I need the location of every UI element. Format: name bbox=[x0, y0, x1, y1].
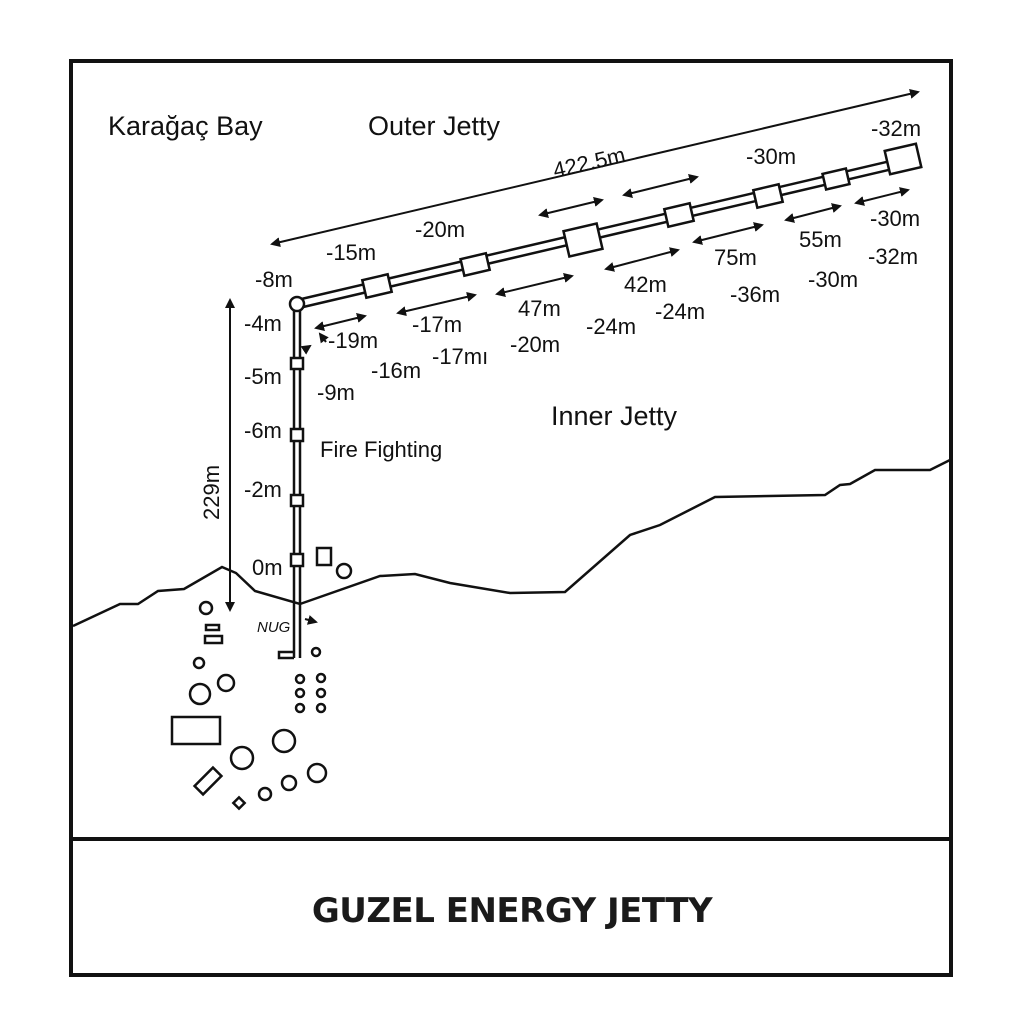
svg-text:-16m: -16m bbox=[371, 358, 421, 383]
svg-text:0m: 0m bbox=[252, 555, 283, 580]
svg-text:55m: 55m bbox=[799, 227, 842, 252]
jetty-head-node bbox=[288, 295, 306, 313]
svg-text:-30m: -30m bbox=[870, 206, 920, 231]
title-frame bbox=[69, 837, 953, 977]
svg-text:-2m: -2m bbox=[244, 477, 282, 502]
svg-text:-20m: -20m bbox=[415, 217, 465, 242]
shore-mark-label: NUG bbox=[257, 619, 291, 636]
shoreline bbox=[72, 458, 951, 628]
outer-jetty-label: Outer Jetty bbox=[368, 111, 501, 141]
svg-text:-30m: -30m bbox=[746, 144, 796, 169]
svg-text:-19m: -19m bbox=[328, 328, 378, 353]
svg-text:-6m: -6m bbox=[244, 418, 282, 443]
outer-total-length-label: 422.5m bbox=[551, 142, 628, 183]
svg-text:-15m: -15m bbox=[326, 240, 376, 265]
svg-text:47m: 47m bbox=[518, 296, 561, 321]
svg-text:-9m: -9m bbox=[317, 380, 355, 405]
svg-text:-32m: -32m bbox=[871, 116, 921, 141]
svg-text:-32m: -32m bbox=[868, 244, 918, 269]
inner-jetty-label: Inner Jetty bbox=[551, 401, 678, 431]
svg-text:75m: 75m bbox=[714, 245, 757, 270]
svg-text:-30m: -30m bbox=[808, 267, 858, 292]
svg-text:-5m: -5m bbox=[244, 364, 282, 389]
svg-text:42m: 42m bbox=[624, 272, 667, 297]
svg-text:-17mı: -17mı bbox=[432, 344, 488, 369]
svg-text:-20m: -20m bbox=[510, 332, 560, 357]
diagram-title: GUZEL ENERGY JETTY bbox=[312, 891, 713, 931]
outer-depth-labels: -15m -20m -30m -32m bbox=[326, 116, 921, 265]
bay-label: Karağaç Bay bbox=[108, 111, 263, 141]
fire-fighting-label: Fire Fighting bbox=[320, 437, 442, 462]
svg-text:-24m: -24m bbox=[655, 299, 705, 324]
outer-total-dimension bbox=[270, 88, 920, 248]
svg-text:-24m: -24m bbox=[586, 314, 636, 339]
svg-text:-36m: -36m bbox=[730, 282, 780, 307]
svg-text:-4m: -4m bbox=[244, 311, 282, 336]
segment-labels: -19m -9m -17m -16m -17mı 47m -20m 42m -2… bbox=[317, 206, 920, 405]
shore-facilities bbox=[170, 546, 353, 811]
trestle-length-label: 229m bbox=[199, 465, 224, 520]
svg-text:-17m: -17m bbox=[412, 312, 462, 337]
svg-text:-8m: -8m bbox=[255, 267, 293, 292]
segment-arrows bbox=[300, 174, 910, 625]
trestle-boxes bbox=[289, 356, 305, 568]
trestle-depth-labels: -8m -4m -5m -6m -2m 0m bbox=[244, 267, 293, 580]
